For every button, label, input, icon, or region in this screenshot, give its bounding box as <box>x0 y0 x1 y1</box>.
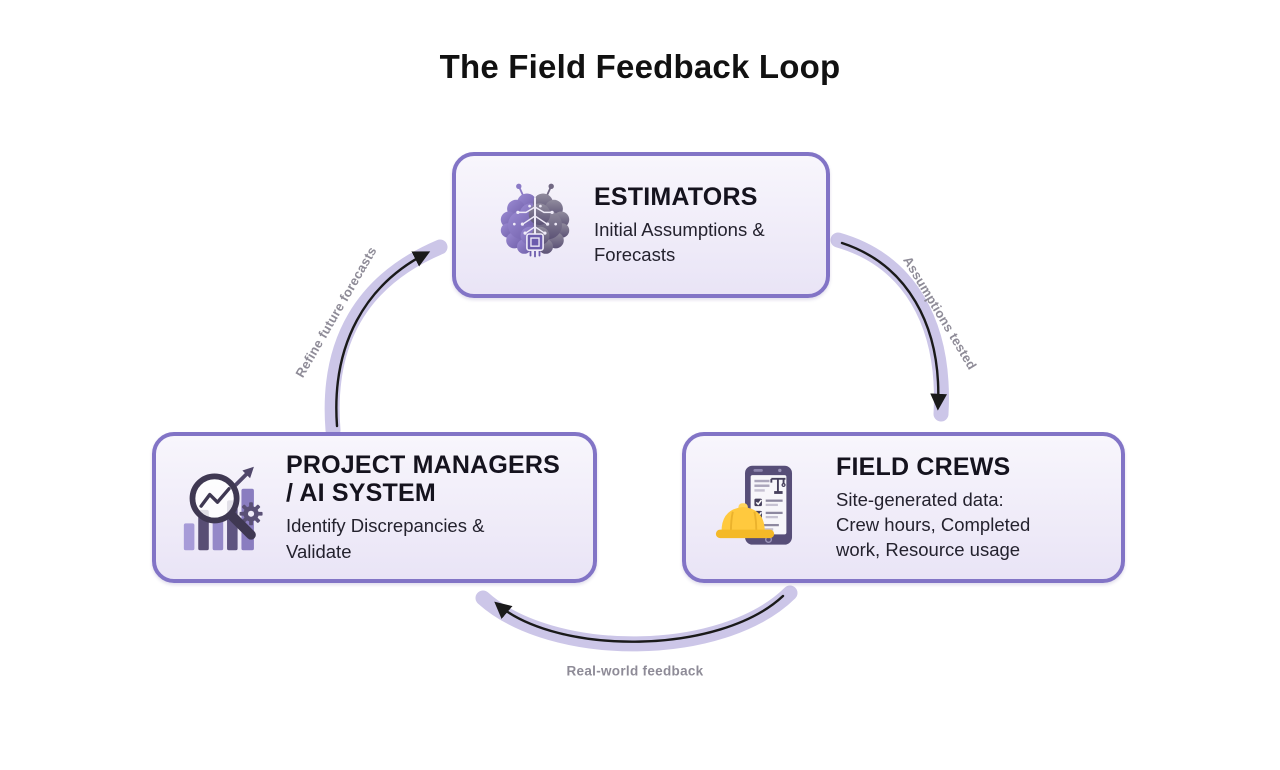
node-heading: FIELD CREWS <box>836 452 1011 481</box>
node-body: Identify Discrepancies & Validate <box>286 515 485 562</box>
node-field-crews: FIELD CREWS Site-generated data: Crew ho… <box>682 432 1125 583</box>
hard-hat-tablet-checklist-icon <box>714 461 808 555</box>
arrow-project-managers-to-estimators <box>324 239 448 438</box>
arrow-field-crews-to-project-managers <box>475 585 798 652</box>
magnifying-glass-chart-gear-icon <box>180 460 276 556</box>
node-body: Initial Assumptions & Forecasts <box>594 218 765 265</box>
node-body: Site-generated data: Crew hours, Complet… <box>836 488 1031 561</box>
ai-brain-circuit-icon <box>490 180 580 270</box>
page-title: The Field Feedback Loop <box>439 48 841 85</box>
node-heading: ESTIMATORS <box>594 182 758 211</box>
node-estimators: ESTIMATORS Initial Assumptions & Forecas… <box>452 152 830 298</box>
node-text: ESTIMATORS Initial Assumptions & Forecas… <box>594 183 794 267</box>
node-heading: PROJECT MANAGERS / AI SYSTEM <box>286 451 561 508</box>
node-text: PROJECT MANAGERS / AI SYSTEM Identify Di… <box>286 451 571 563</box>
arrow-label-real-world-feedback: Real-world feedback <box>566 663 704 679</box>
node-project-managers: PROJECT MANAGERS / AI SYSTEM Identify Di… <box>152 432 597 583</box>
arrow-estimators-to-field-crews <box>830 232 949 422</box>
node-text: FIELD CREWS Site-generated data: Crew ho… <box>836 453 1044 562</box>
